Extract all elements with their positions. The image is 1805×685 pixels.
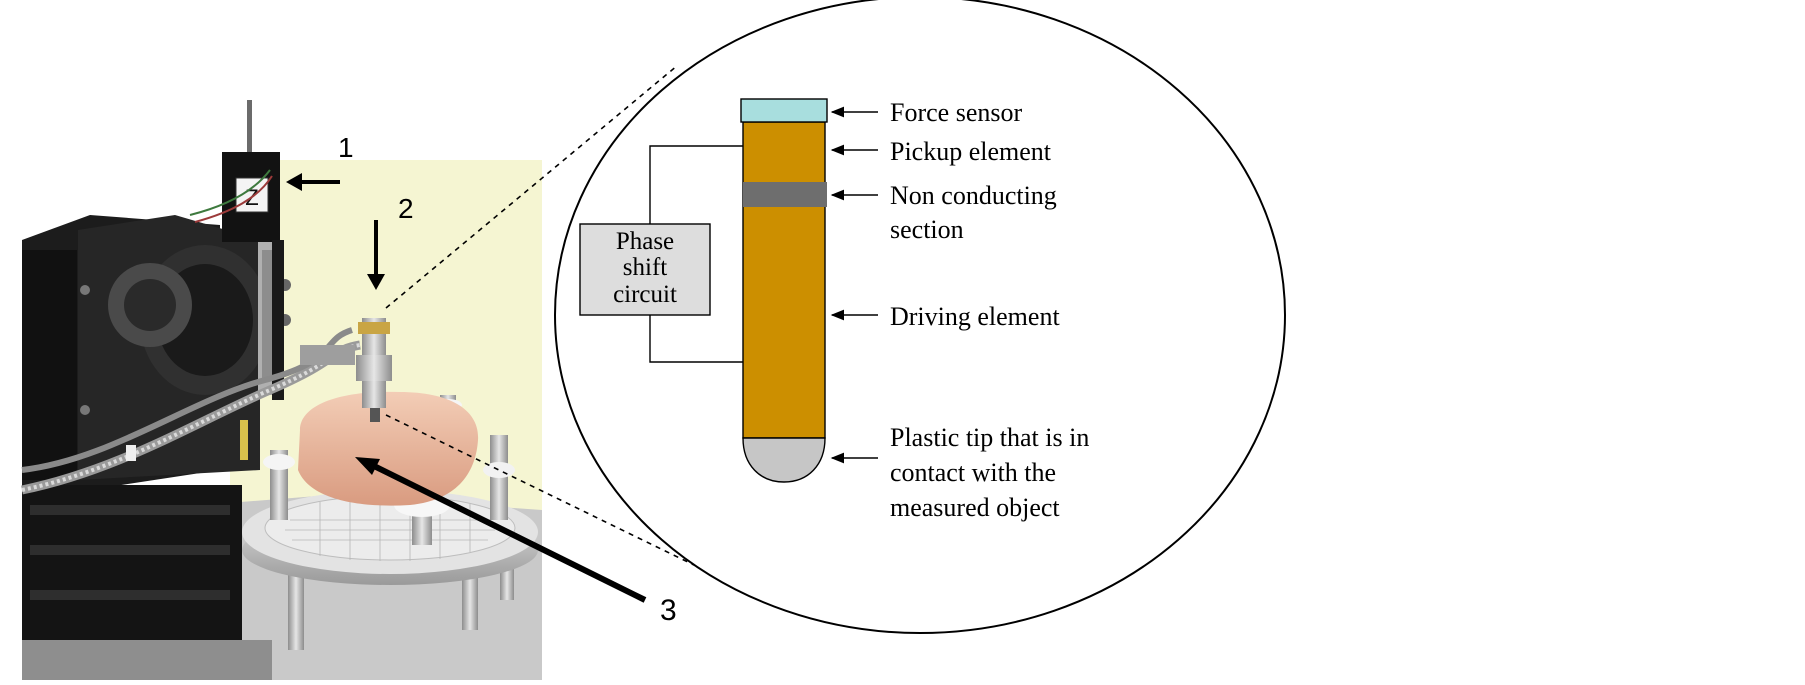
circuit-label-line-1: Phase [616, 228, 674, 255]
experimental-setup-photo: Z [21, 100, 677, 680]
plastic-tip [742, 437, 826, 483]
zoom-circle [554, 0, 1286, 634]
circuit-label-line-2: shift [623, 254, 668, 281]
label-plastic-tip-2: contact with the [890, 458, 1056, 487]
callout-1: 1 [286, 132, 354, 191]
non-conducting-section [743, 182, 827, 207]
label-arrows [830, 106, 878, 464]
callout-2: 2 [367, 193, 414, 290]
callout-2-label: 2 [398, 193, 414, 224]
callout-3: 3 [355, 457, 677, 627]
callout-3-label: 3 [660, 594, 677, 627]
probe-assembly [300, 318, 392, 422]
label-non-conducting-1: Non conducting [890, 181, 1057, 210]
phase-shift-circuit-box [579, 223, 711, 316]
label-pickup-element: Pickup element [890, 137, 1052, 166]
circuit-label-line-3: circuit [613, 281, 677, 308]
phase-shift-circuit: Phase shift circuit [579, 145, 743, 363]
label-plastic-tip-1: Plastic tip that is in [890, 423, 1089, 452]
force-sensor [740, 98, 828, 123]
label-force-sensor: Force sensor [890, 98, 1022, 127]
driving-element [742, 121, 826, 439]
label-driving-element: Driving element [890, 302, 1060, 331]
label-plastic-tip-3: measured object [890, 493, 1060, 522]
label-non-conducting-2: section [890, 215, 964, 244]
component-labels: Force sensor Pickup element Non conducti… [890, 98, 1089, 522]
zoom-lines [385, 64, 736, 586]
probe-schematic: Phase shift circuit Force sensor Pickup … [554, 0, 1286, 634]
tissue-sample [298, 391, 479, 506]
callout-1-label: 1 [338, 132, 354, 163]
